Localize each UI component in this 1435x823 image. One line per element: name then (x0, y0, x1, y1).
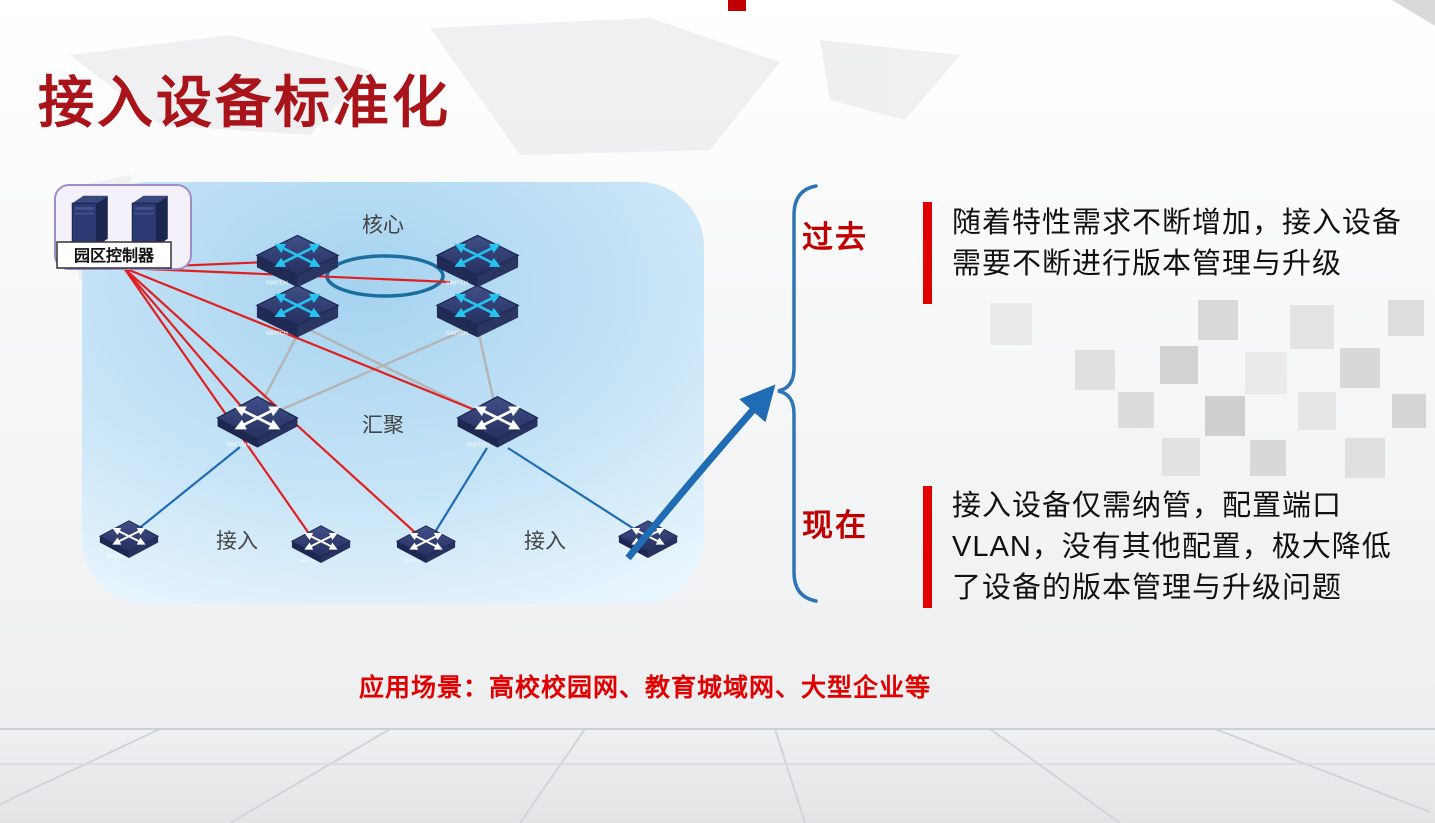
now-text: 接入设备仅需纳管，配置端口VLAN，没有其他配置，极大降低了设备的版本管理与升级… (952, 490, 1392, 604)
past-text: 随着特性需求不断增加，接入设备需要不断进行版本管理与升级 (952, 207, 1403, 280)
curly-brace (777, 184, 818, 603)
past-label: 过去 (802, 220, 868, 255)
server-icon (71, 195, 109, 247)
application-scenarios-note: 应用场景：高校校园网、教育城域网、大型企业等 (358, 674, 931, 702)
core-label: 核心 (362, 214, 404, 237)
past-accent-bar (923, 202, 932, 304)
corner-decoration (1392, 0, 1435, 26)
blue-links (136, 446, 643, 538)
floor-grid (0, 728, 1435, 823)
network-diagram: 园区控制器 核心 汇聚 接入 接入 (54, 182, 704, 604)
diagram-background (82, 182, 704, 604)
mosaic-decoration (990, 300, 1426, 478)
now-label: 现在 (802, 508, 868, 543)
page-title: 接入设备标准化 (38, 70, 451, 134)
now-accent-bar (923, 486, 932, 608)
controller-label-box (56, 241, 172, 269)
transition-arrow (625, 384, 776, 561)
access-label-right: 接入 (524, 530, 566, 553)
campus-controller: 园区控制器 (54, 184, 192, 270)
aggregation-label: 汇聚 (362, 414, 404, 437)
red-links (123, 260, 481, 538)
red-mark-decoration (728, 0, 746, 11)
controller-label: 园区控制器 (74, 246, 155, 265)
access-label-left: 接入 (216, 530, 258, 553)
server-icon (131, 195, 169, 247)
